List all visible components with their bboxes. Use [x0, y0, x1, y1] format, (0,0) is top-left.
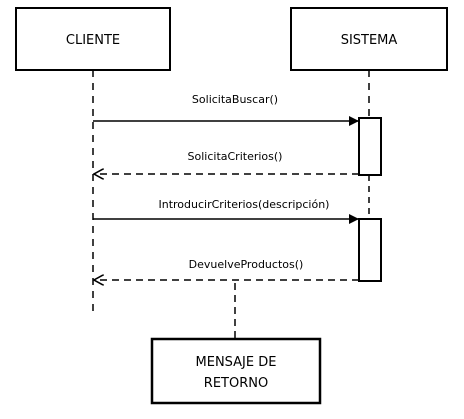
note-box [150, 337, 322, 405]
message-label: IntroducirCriterios(descripción) [159, 198, 330, 211]
note-line-1: MENSAJE DE [196, 355, 277, 370]
message-label: SolicitaBuscar() [192, 93, 278, 106]
participant-sistema: SISTEMA [290, 7, 448, 71]
note-line-2: RETORNO [204, 376, 268, 391]
activation-bar-1 [358, 117, 382, 176]
participant-cliente-box [15, 7, 171, 71]
note-mensaje-de-retorno: MENSAJE DE RETORNO [150, 337, 322, 405]
participant-cliente-label: CLIENTE [66, 33, 120, 48]
message-label: DevuelveProductos() [189, 258, 304, 271]
participant-sistema-box [290, 7, 448, 71]
message-solicita-criterios: SolicitaCriterios() [94, 150, 359, 174]
message-introducir-criterios: IntroducirCriterios(descripción) [93, 198, 359, 224]
message-solicita-buscar: SolicitaBuscar() [93, 93, 359, 126]
activation-bar-2 [358, 218, 382, 282]
message-devuelve-productos: DevuelveProductos() [94, 258, 359, 280]
participant-sistema-label: SISTEMA [341, 33, 398, 48]
message-label: SolicitaCriterios() [188, 150, 283, 163]
participant-cliente: CLIENTE [15, 7, 171, 71]
